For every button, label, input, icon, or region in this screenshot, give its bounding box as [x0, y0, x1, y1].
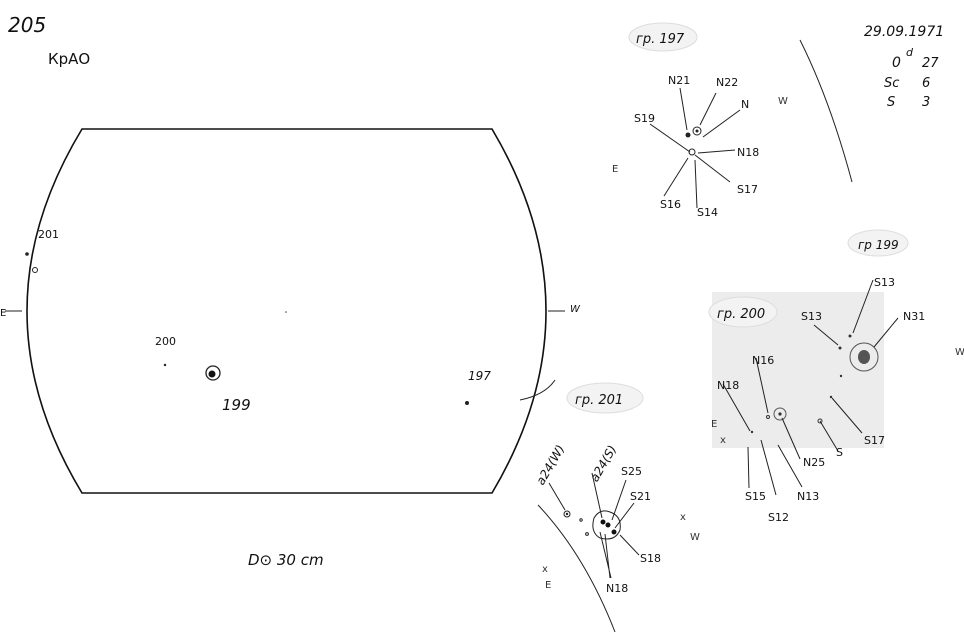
inset-title-199: гр 199 [858, 238, 899, 252]
diameter-label: D⊙ 30 cm [248, 551, 324, 569]
inset-east: E [711, 419, 717, 430]
observation-date: 29.09.1971 [864, 24, 944, 40]
sheet-number: 205 [8, 13, 46, 37]
group-label-199: 199 [222, 396, 251, 414]
inset-title: гр. 197 [636, 32, 685, 47]
inset-group-197: гр. 197 E W N21 N22 N S19 N18 S16 S14 S1… [612, 22, 853, 219]
inset-title: гр. 201 [575, 393, 623, 408]
inset-east: E [545, 580, 551, 591]
spot-label: S14 [697, 206, 718, 219]
limb-arc [537, 504, 616, 633]
x-mark: x [680, 512, 686, 523]
spot-label: S18 [640, 552, 661, 565]
spot-label: N22 [716, 76, 738, 89]
spot-label: S17 [864, 434, 885, 447]
spot-label: N18 [737, 146, 759, 159]
x-mark: x [542, 564, 548, 575]
spot-label: S17 [737, 183, 758, 196]
spot-label: a24(W) [533, 442, 567, 487]
inset-title-200: гр. 200 [717, 307, 765, 322]
group-label-200: 200 [155, 335, 176, 348]
disk-east-label: E [0, 308, 6, 319]
solar-disk: E W 201 200 199 197 D⊙ 30 cm [0, 128, 581, 569]
spot-label: S12 [768, 511, 789, 524]
spot-label: S25 [621, 465, 642, 478]
spot-201 [25, 252, 29, 256]
inset-east: E [612, 164, 618, 175]
spot-label: N13 [797, 490, 819, 503]
inset-group-201: гр. 201 a24(W) a24(S) S25 S21 S18 N18 x … [519, 379, 700, 633]
group-label-201: 201 [38, 228, 59, 241]
s-value: 3 [922, 95, 930, 110]
spot-label: S13 [874, 276, 895, 289]
spot-label: N21 [668, 74, 690, 87]
time-value: 27 [922, 56, 939, 71]
spot-label: S13 [801, 310, 822, 323]
spot-199-penumbra [205, 365, 221, 381]
spot-label: N25 [803, 456, 825, 469]
spot-label: S19 [634, 112, 655, 125]
time-unit: d [906, 46, 914, 59]
inset-west: W [778, 96, 788, 107]
spot-200 [163, 363, 167, 367]
inset-group-199-200: гр 199 гр. 200 W S13 S13 N31 S17 S N16 N… [708, 229, 964, 524]
spot-label: N [741, 98, 749, 111]
x-mark: x [720, 435, 726, 446]
spot-label: S21 [630, 490, 651, 503]
time-label: 0 [892, 55, 901, 71]
inset-west: W [690, 532, 700, 543]
spot-label: S15 [745, 490, 766, 503]
spot-label: S [836, 446, 843, 459]
spot-label: S16 [660, 198, 681, 211]
limb-arc [799, 39, 853, 183]
spot-label: N16 [752, 354, 774, 367]
disk-center-dot [285, 311, 287, 313]
spot-197 [465, 401, 469, 405]
observatory-label: КрАО [48, 50, 90, 68]
disk-west-label: W [570, 304, 581, 315]
sc-value: 6 [922, 76, 930, 91]
sc-label: Sc [884, 76, 899, 91]
spot-199-umbra [208, 370, 216, 378]
disk-outline [26, 128, 547, 494]
inset-west: W [955, 347, 964, 358]
group-label-197: 197 [468, 369, 491, 383]
spot-label: a24(S) [587, 443, 619, 484]
spot-201b [32, 267, 38, 273]
spot-label: N18 [606, 582, 628, 595]
title-bubble [628, 22, 698, 52]
s-label: S [887, 95, 895, 110]
spot-label: N31 [903, 310, 925, 323]
observation-info: 29.09.1971 0 d 27 Sc 6 S 3 [864, 24, 944, 110]
spot-label: N18 [717, 379, 739, 392]
